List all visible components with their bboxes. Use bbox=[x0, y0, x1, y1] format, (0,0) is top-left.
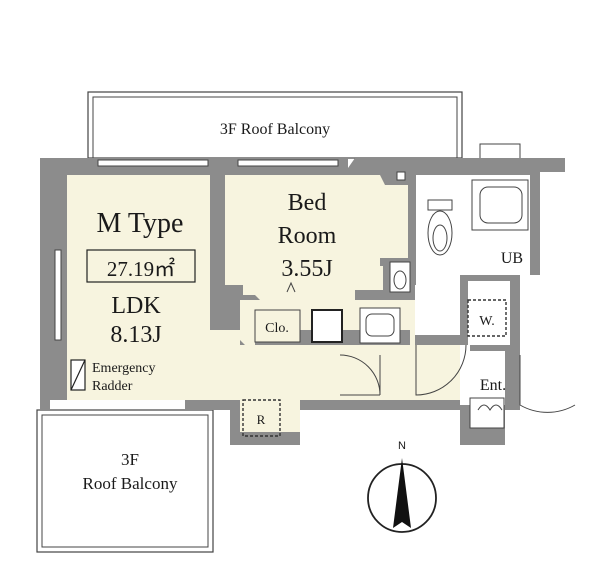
roof-balcony-bottom-label-line1: 3F bbox=[121, 450, 139, 469]
refrigerator-space bbox=[242, 399, 281, 437]
ldk-label: LDK bbox=[111, 293, 161, 319]
ldk-size-label: 8.13J bbox=[110, 322, 161, 348]
emergency-label-line2: Radder bbox=[92, 379, 133, 394]
closet-label: Clo. bbox=[265, 321, 289, 336]
shoe-cabinet bbox=[469, 397, 505, 429]
entrance-label: Ent. bbox=[480, 377, 506, 394]
outdoor-unit bbox=[479, 143, 521, 161]
refrigerator-label: R bbox=[257, 412, 266, 427]
compass-north-label: N bbox=[398, 440, 406, 452]
emergency-label-line1: Emergency bbox=[92, 361, 156, 376]
type-name-label: M Type bbox=[97, 208, 184, 239]
windows bbox=[54, 159, 339, 341]
bedroom-label-line2: Room bbox=[278, 223, 337, 249]
roof-balcony-bottom-label-line2: Roof Balcony bbox=[83, 474, 178, 493]
bedroom-floor bbox=[225, 175, 408, 305]
roof-balcony-top-label: 3F Roof Balcony bbox=[220, 121, 330, 138]
toilet-icon bbox=[427, 210, 453, 256]
ldk-floor bbox=[67, 175, 380, 432]
washer-label: W. bbox=[479, 314, 494, 329]
area-label: 27.19㎡ bbox=[107, 257, 175, 281]
toilet-tank bbox=[427, 199, 453, 211]
closet bbox=[254, 309, 301, 343]
unit-bath-label: UB bbox=[501, 250, 523, 267]
roof-balcony-top bbox=[87, 91, 463, 159]
bedroom-size-label: 3.55J bbox=[281, 256, 332, 282]
area-box bbox=[86, 249, 196, 283]
doors bbox=[339, 344, 576, 413]
washer-space bbox=[467, 299, 507, 337]
roof-balcony-bottom bbox=[36, 409, 214, 553]
north-compass-icon bbox=[367, 458, 437, 533]
bedroom-label-line1: Bed bbox=[288, 190, 327, 216]
basin-icon bbox=[393, 270, 407, 290]
kitchen-stove bbox=[311, 309, 343, 343]
